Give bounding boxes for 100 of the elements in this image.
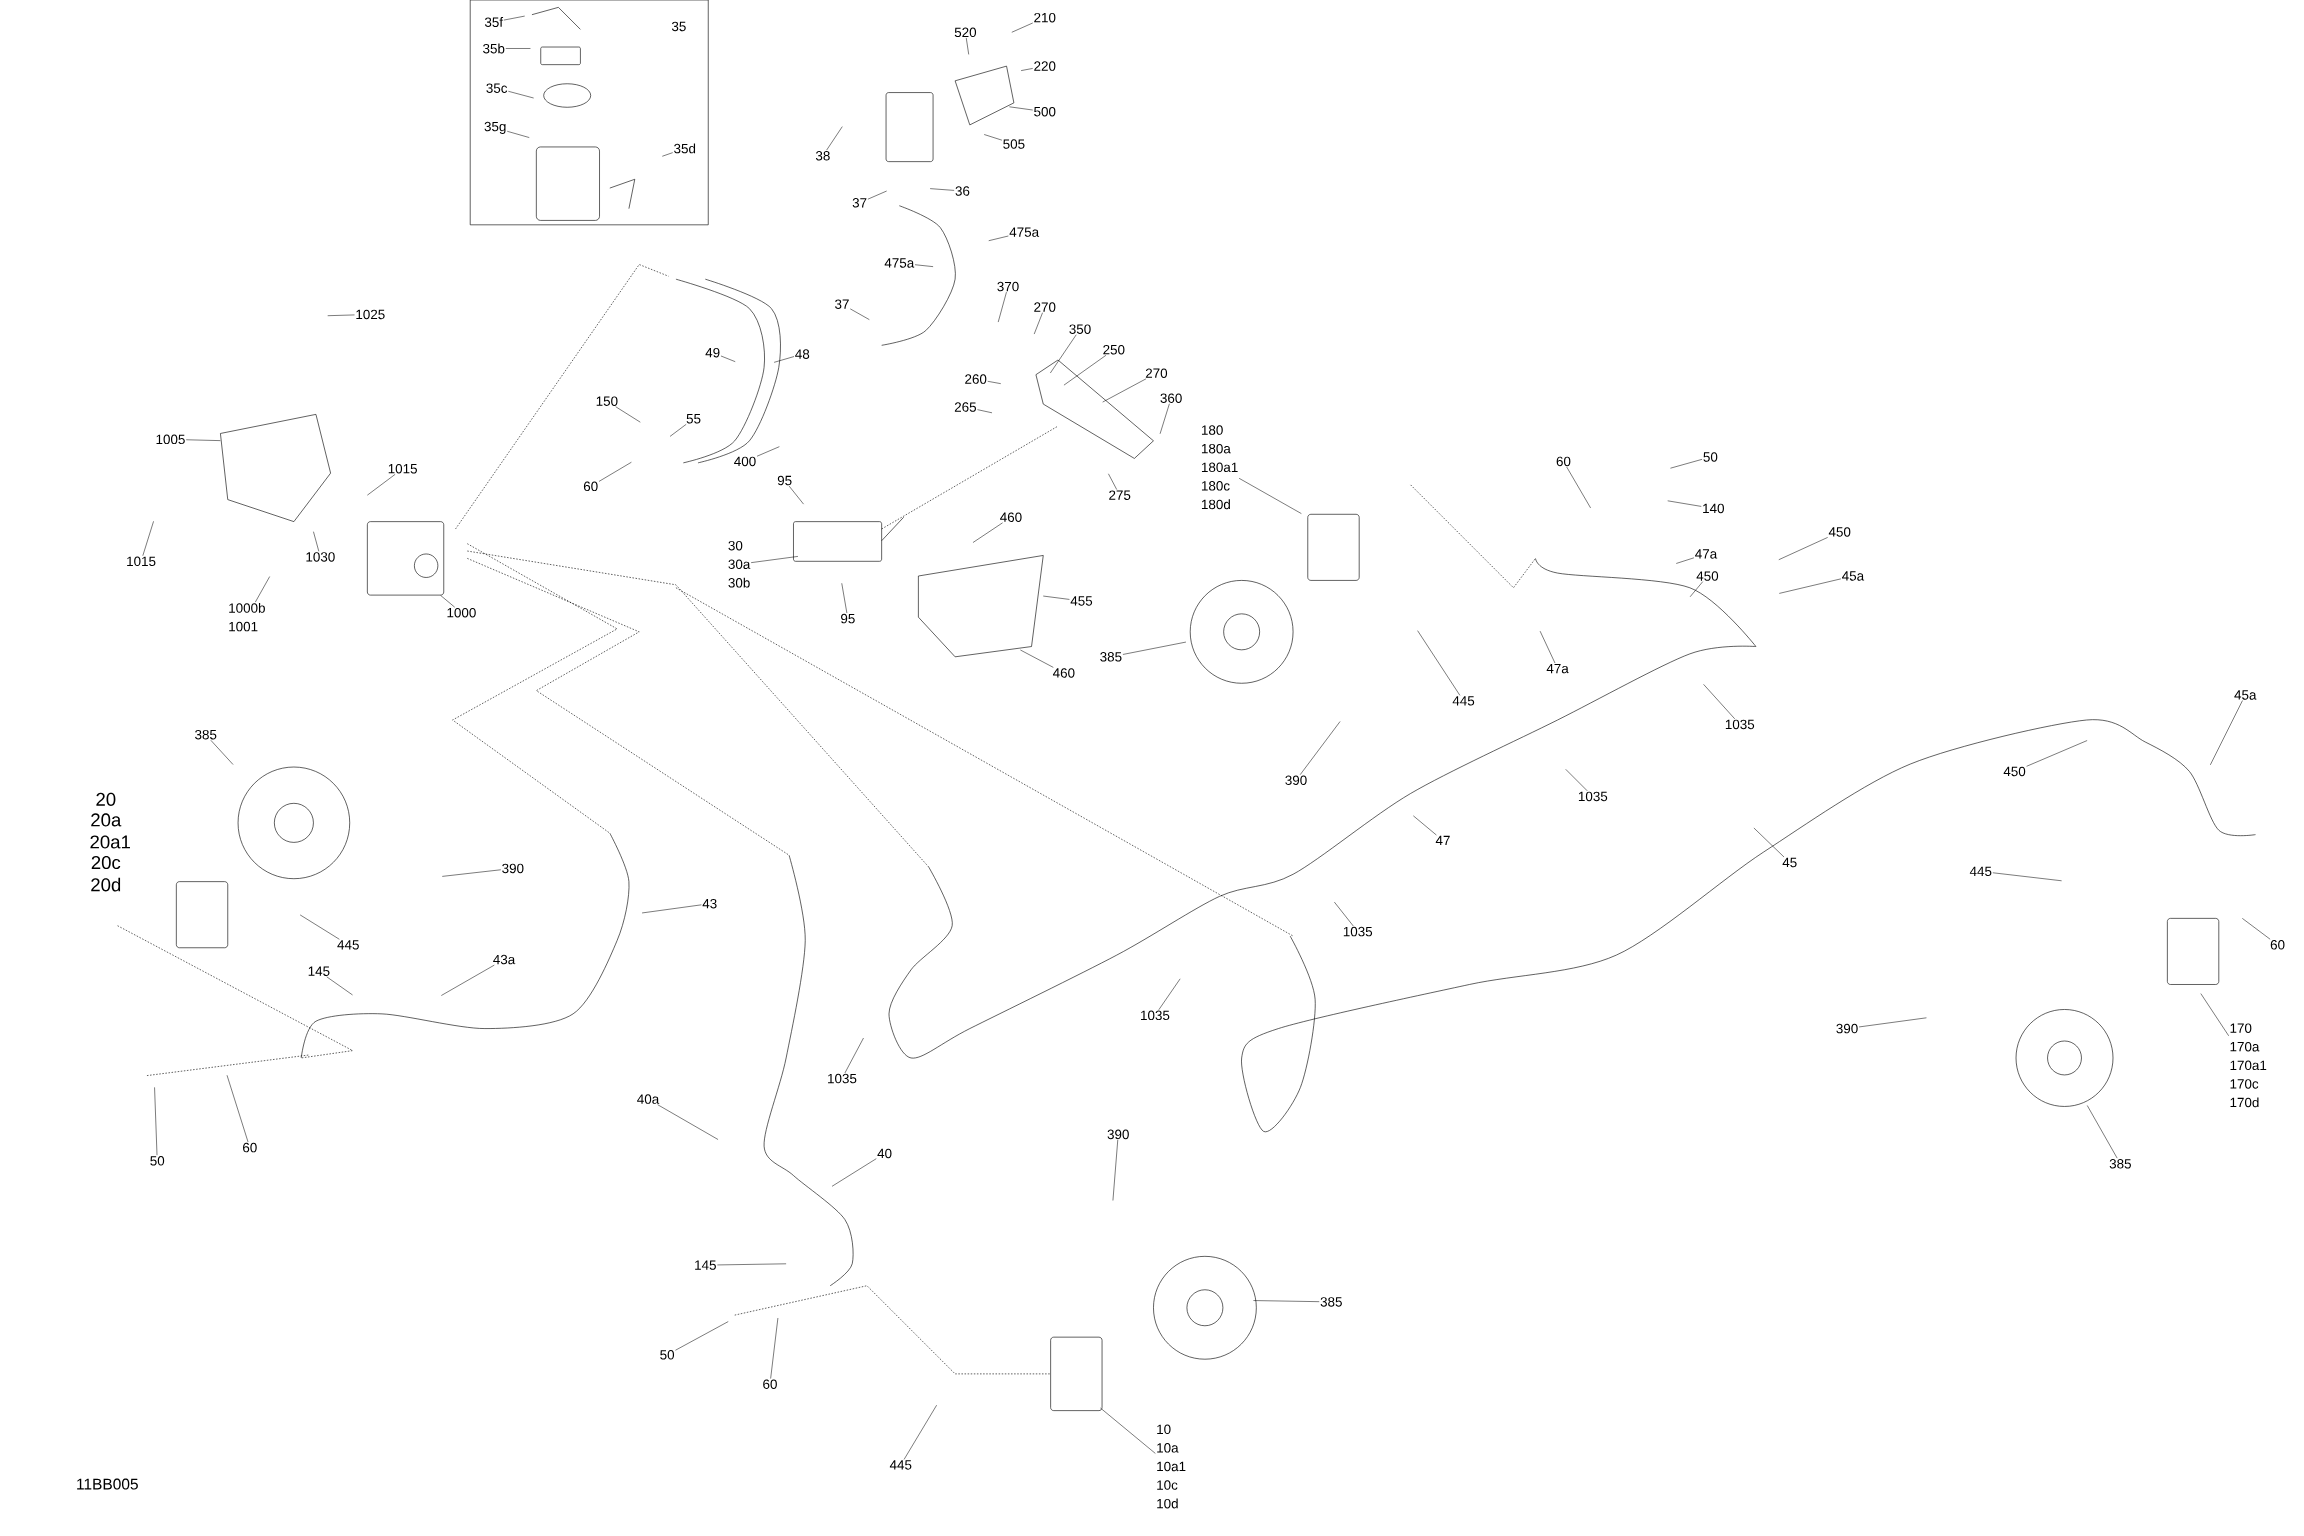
callout-number: 260 bbox=[963, 374, 988, 385]
leader-line bbox=[641, 904, 702, 914]
callout-number: 35f bbox=[483, 16, 504, 28]
leader-line bbox=[1108, 473, 1117, 491]
callout-number: 49 bbox=[704, 347, 721, 359]
leader-line bbox=[841, 583, 848, 614]
callout-number: 40 bbox=[876, 1148, 893, 1159]
callout-number: 390 bbox=[1835, 1023, 1859, 1035]
callout-number: 1015 bbox=[125, 556, 157, 567]
leader-line bbox=[826, 126, 843, 151]
callout-number: 390 bbox=[501, 863, 525, 874]
leader-line bbox=[750, 556, 799, 564]
leader-line bbox=[1238, 478, 1302, 515]
leader-line bbox=[1667, 500, 1702, 507]
callout-number: 520 bbox=[953, 27, 978, 38]
callout-number: 1005 bbox=[155, 434, 186, 445]
leader-line bbox=[1858, 1017, 1927, 1028]
callout-number: 45a bbox=[2233, 690, 2257, 701]
leader-line bbox=[717, 1263, 787, 1266]
leader-line bbox=[773, 356, 795, 363]
callout-number: 10 10a 10a1 10c 10d bbox=[1155, 1424, 1187, 1510]
leader-line bbox=[185, 439, 221, 442]
leader-line bbox=[1703, 684, 1735, 720]
leader-line bbox=[1063, 355, 1107, 386]
leader-line bbox=[662, 152, 673, 157]
leader-line bbox=[988, 235, 1009, 242]
leader-line bbox=[1413, 815, 1437, 836]
callout-number: 36 bbox=[954, 186, 971, 197]
callout-number: 60 bbox=[241, 1142, 258, 1154]
leader-line bbox=[2242, 918, 2271, 940]
leader-line bbox=[226, 1075, 249, 1143]
callout-number: 390 bbox=[1284, 775, 1308, 786]
callout-number: 35b bbox=[482, 43, 506, 55]
callout-number: 445 bbox=[336, 939, 360, 951]
callout-number: 38 bbox=[814, 150, 831, 162]
callout-number: 35g bbox=[483, 121, 507, 135]
leader-line bbox=[966, 37, 969, 55]
callout-number: 35d bbox=[673, 143, 697, 155]
leader-line bbox=[997, 292, 1007, 323]
leader-line bbox=[255, 576, 270, 603]
leader-line bbox=[505, 48, 531, 49]
leader-line bbox=[1020, 68, 1033, 72]
leader-line bbox=[867, 191, 887, 200]
callout-number: 460 bbox=[1052, 667, 1076, 679]
callout-number: 60 bbox=[1555, 456, 1572, 467]
callout-number: 145 bbox=[693, 1260, 718, 1271]
leader-line bbox=[929, 188, 955, 191]
callout-number: 140 bbox=[1701, 503, 1726, 514]
callout-number: 385 bbox=[1099, 651, 1123, 663]
callout-number: 60 bbox=[2269, 939, 2286, 951]
callout-number: 1035 bbox=[1724, 719, 1756, 730]
leader-line bbox=[903, 1405, 937, 1460]
callout-number: 43a bbox=[492, 954, 516, 966]
callout-number: 360 bbox=[1159, 393, 1183, 404]
leader-line bbox=[1670, 459, 1703, 469]
callout-number: 20 bbox=[96, 793, 116, 807]
callout-number: 47a bbox=[1545, 663, 1570, 675]
callout-number: 475a bbox=[1008, 227, 1040, 238]
leader-line bbox=[669, 424, 687, 437]
leader-line bbox=[675, 1321, 729, 1351]
leader-line bbox=[1565, 769, 1588, 792]
leader-line bbox=[1100, 1407, 1156, 1454]
leader-line bbox=[1159, 403, 1170, 435]
callout-number: 455 bbox=[1069, 596, 1094, 607]
callout-number: 475a bbox=[883, 258, 915, 269]
callout-number: 50 bbox=[149, 1155, 166, 1167]
leader-line bbox=[1334, 902, 1354, 927]
callout-number: 60 bbox=[762, 1379, 778, 1390]
callout-number: 20c bbox=[91, 856, 121, 870]
callout-number: 1035 bbox=[1577, 791, 1609, 802]
callout-number: 37 bbox=[834, 299, 850, 310]
callout-number: 1025 bbox=[354, 309, 386, 320]
callout-number: 43 bbox=[701, 898, 718, 910]
drawing-code: 11BB005 bbox=[77, 1478, 138, 1490]
leader-line bbox=[506, 131, 530, 139]
leader-line bbox=[2200, 993, 2229, 1037]
leader-line bbox=[598, 462, 632, 482]
callout-number: 20a1 bbox=[90, 835, 130, 849]
callout-number: 400 bbox=[733, 456, 757, 467]
callout-number: 1000 bbox=[445, 607, 477, 619]
leader-line bbox=[850, 308, 870, 321]
callout-number: 1035 bbox=[1342, 926, 1374, 938]
leader-line bbox=[1020, 649, 1054, 668]
leader-line bbox=[1033, 312, 1043, 335]
callout-number: 390 bbox=[1106, 1129, 1130, 1140]
callout-number: 270 bbox=[1033, 302, 1057, 313]
leader-line bbox=[844, 1038, 864, 1074]
leader-line bbox=[720, 355, 736, 363]
callout-number: 1035 bbox=[826, 1073, 858, 1085]
leader-line bbox=[441, 965, 495, 997]
leader-line bbox=[983, 134, 1003, 141]
callout-number: 385 bbox=[1319, 1296, 1343, 1308]
callout-number: 1035 bbox=[1139, 1010, 1171, 1021]
leader-line bbox=[299, 914, 340, 940]
leader-line bbox=[1778, 537, 1828, 561]
callout-number: 445 bbox=[1969, 866, 1993, 877]
callout-number: 385 bbox=[194, 729, 218, 741]
callout-number: 95 bbox=[839, 613, 856, 625]
leader-line bbox=[503, 16, 525, 21]
callout-number: 47 bbox=[1434, 835, 1451, 846]
